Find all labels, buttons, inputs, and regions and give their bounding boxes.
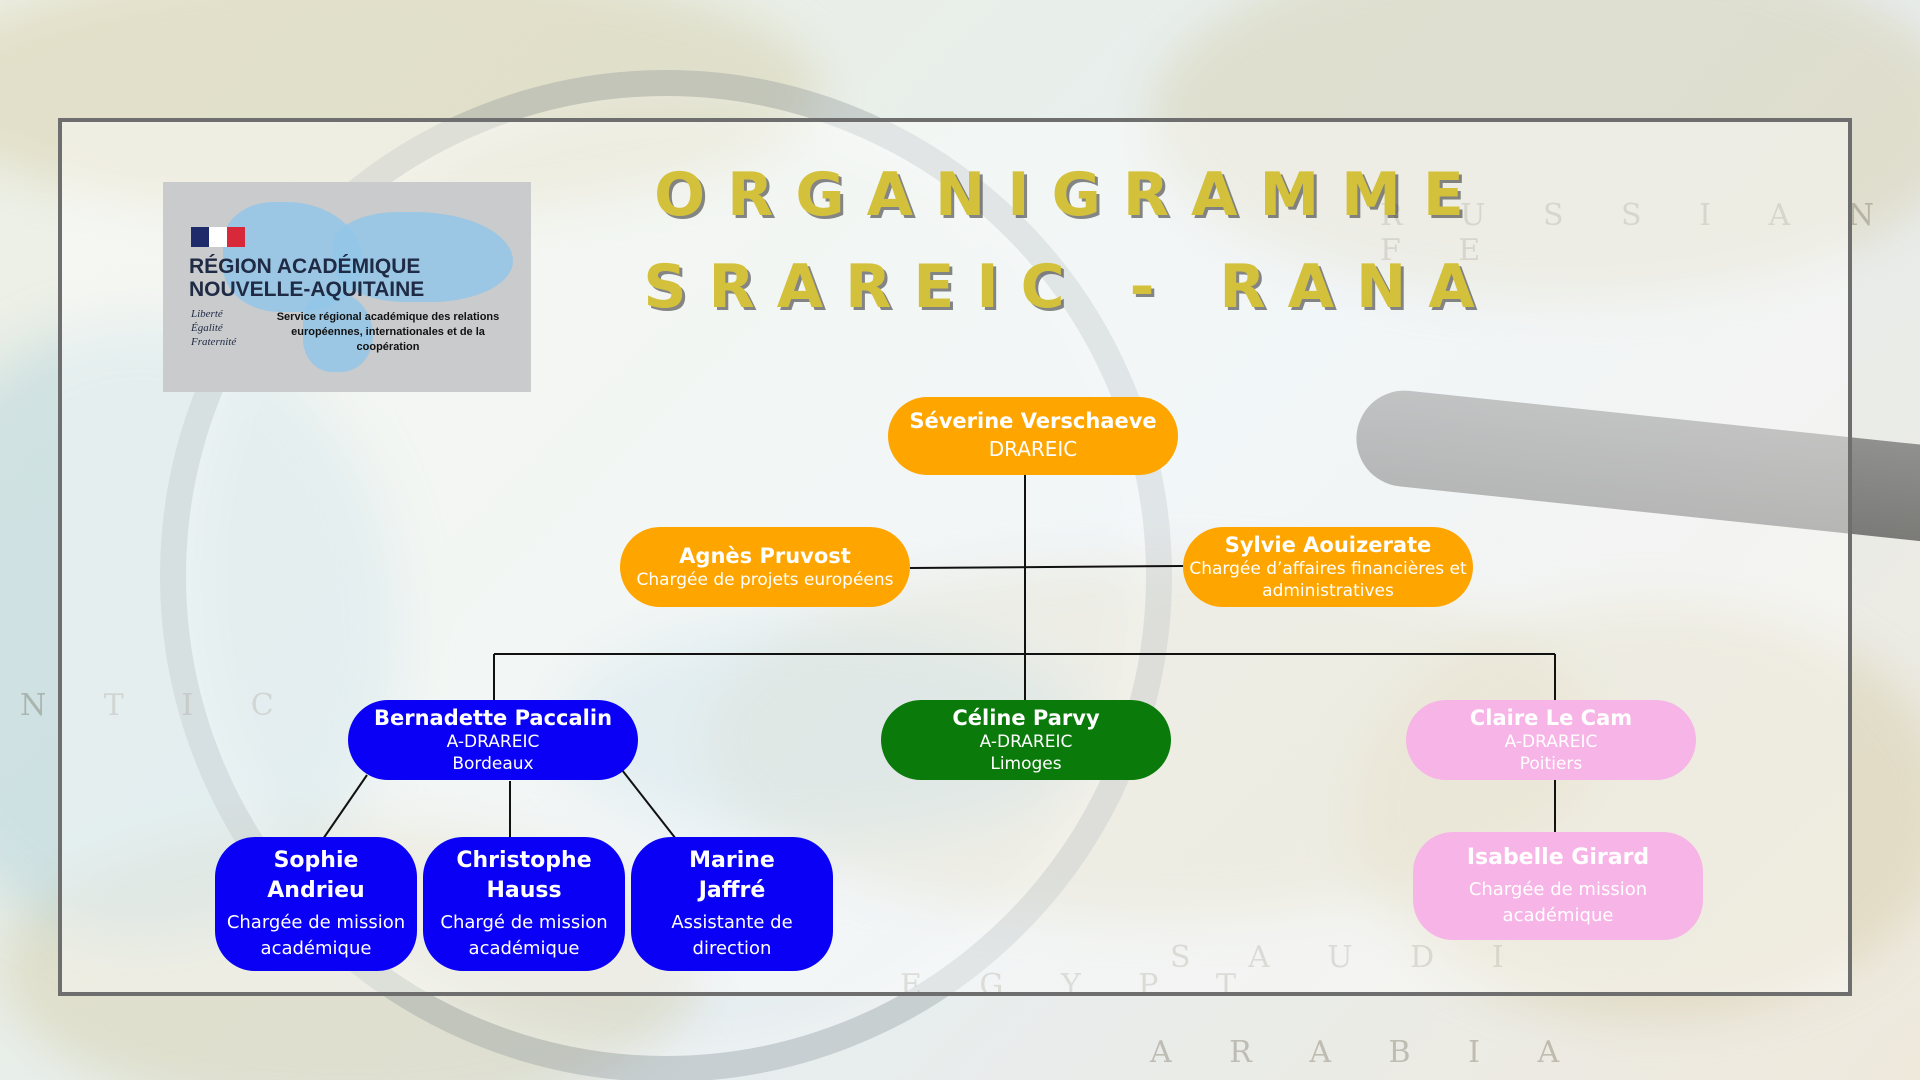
node-girard: Isabelle Girard Chargée de mission acadé… — [1413, 832, 1703, 940]
node-name: Christophe Hauss — [456, 848, 592, 903]
node-role: DRAREIC — [988, 437, 1078, 461]
node-role: A-DRAREIC — [979, 732, 1073, 752]
french-flag-icon — [191, 227, 245, 247]
link-staff-bar — [909, 565, 1184, 569]
node-aouizerate: Sylvie Aouizerate Chargée d’affaires fin… — [1183, 527, 1473, 607]
node-jaffre: Marine Jaffré Assistante de direction — [631, 837, 833, 971]
node-role: A-DRAREIC — [1504, 732, 1598, 752]
node-role: Chargé de mission académique — [440, 912, 608, 959]
node-role: Chargée de projets européens — [636, 570, 894, 590]
node-parvy: Céline Parvy A-DRAREIC Limoges — [881, 700, 1171, 780]
node-name: Marine Jaffré — [689, 848, 775, 903]
logo-service-name: Service régional académique des relation… — [276, 311, 500, 353]
region-logo: RÉGION ACADÉMIQUE NOUVELLE-AQUITAINE Lib… — [163, 182, 531, 392]
node-lecam: Claire Le Cam A-DRAREIC Poitiers — [1406, 700, 1696, 780]
node-role: Chargée de mission académique — [1468, 879, 1648, 926]
node-role: Chargée de mission académique — [226, 912, 406, 959]
node-city: Limoges — [990, 754, 1062, 774]
node-hauss: Christophe Hauss Chargé de mission acadé… — [423, 837, 625, 971]
node-name: Sophie Andrieu — [267, 848, 365, 903]
title-line-2: SRAREIC - RANA — [643, 252, 1497, 322]
node-verschaeve: Séverine Verschaeve DRAREIC — [888, 397, 1178, 475]
node-name: Séverine Verschaeve — [909, 409, 1157, 433]
node-name: Bernadette Paccalin — [373, 706, 613, 730]
node-city: Bordeaux — [452, 754, 534, 774]
node-name: Claire Le Cam — [1469, 706, 1633, 730]
node-paccalin: Bernadette Paccalin A-DRAREIC Bordeaux — [348, 700, 638, 780]
link-paccalin-jaffre — [621, 769, 677, 840]
node-role: A-DRAREIC — [446, 732, 540, 752]
node-name: Agnès Pruvost — [679, 544, 851, 568]
logo-region-name: RÉGION ACADÉMIQUE NOUVELLE-AQUITAINE — [189, 255, 425, 301]
node-city: Poitiers — [1519, 754, 1583, 774]
title-line-1: ORGANIGRAMME — [654, 160, 1486, 230]
link-paccalin-andrieu — [322, 774, 368, 840]
node-role: Chargée d’affaires financières et admini… — [1189, 559, 1467, 601]
node-role: Assistante de direction — [671, 912, 793, 959]
node-name: Céline Parvy — [952, 706, 1100, 730]
node-pruvost: Agnès Pruvost Chargée de projets europée… — [620, 527, 910, 607]
logo-motto: Liberté Égalité Fraternité — [191, 308, 237, 348]
node-name: Isabelle Girard — [1466, 845, 1650, 870]
node-name: Sylvie Aouizerate — [1224, 533, 1432, 557]
node-andrieu: Sophie Andrieu Chargée de mission académ… — [215, 837, 417, 971]
